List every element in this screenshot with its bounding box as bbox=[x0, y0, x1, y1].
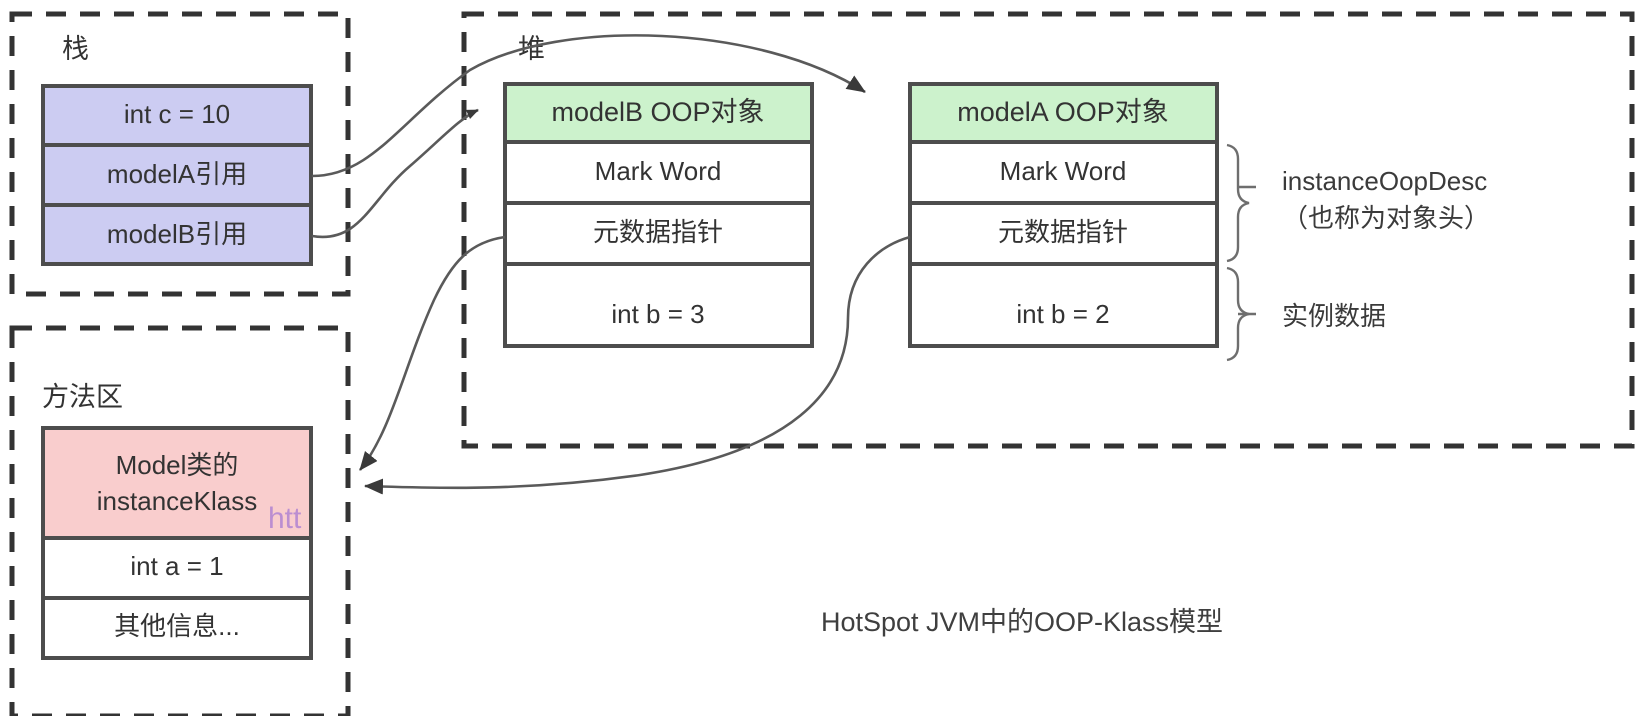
heap-object-modelb: modelB OOP对象 Mark Word 元数据指针 int b = 3 bbox=[503, 82, 814, 348]
edge-modela-ref-to-modela-oop bbox=[311, 34, 866, 178]
method-area-region-label: 方法区 bbox=[42, 382, 123, 412]
modela-metadata-pointer: 元数据指针 bbox=[998, 217, 1128, 247]
heap-region-border bbox=[461, 11, 1635, 449]
stack-row-modelb-ref: modelB引用 bbox=[107, 219, 247, 249]
instance-data-label: 实例数据 bbox=[1282, 301, 1386, 331]
instanceoopdesc-label-line2: （也称为对象头） bbox=[1282, 203, 1490, 233]
edge-modela-metadata-to-instanceklass bbox=[364, 235, 911, 495]
stack-row-int-c: int c = 10 bbox=[124, 99, 230, 129]
method-area-region-border bbox=[9, 325, 351, 716]
edge-modelb-metadata-to-instanceklass bbox=[358, 235, 506, 471]
instanceklass-line2: instanceKlass bbox=[97, 486, 257, 516]
method-area-row-int-a: int a = 1 bbox=[130, 551, 223, 581]
modelb-oop-header: modelB OOP对象 bbox=[551, 97, 764, 127]
instanceoopdesc-brace bbox=[1226, 143, 1256, 263]
modela-oop-header: modelA OOP对象 bbox=[957, 97, 1169, 127]
method-area-row-other-info: 其他信息... bbox=[114, 611, 240, 641]
modelb-mark-word: Mark Word bbox=[595, 156, 722, 186]
modelb-instance-data: int b = 3 bbox=[611, 299, 704, 329]
modelb-metadata-pointer: 元数据指针 bbox=[593, 217, 723, 247]
stack-region-label: 栈 bbox=[62, 34, 89, 64]
watermark-text: htt bbox=[268, 502, 302, 535]
stack-table: int c = 10 modelA引用 modelB引用 bbox=[41, 84, 313, 266]
modela-instance-data: int b = 2 bbox=[1016, 299, 1109, 329]
diagram-caption: HotSpot JVM中的OOP-Klass模型 bbox=[821, 607, 1223, 637]
modela-mark-word: Mark Word bbox=[1000, 156, 1127, 186]
stack-region-border bbox=[9, 11, 351, 297]
instance-data-brace bbox=[1226, 266, 1256, 362]
method-area-table: Model类的 instanceKlass int a = 1 其他信息... bbox=[41, 426, 313, 660]
instanceoopdesc-label-line1: instanceOopDesc bbox=[1282, 166, 1487, 196]
instanceklass-line1: Model类的 bbox=[116, 450, 239, 480]
edge-modelb-ref-to-modelb-oop bbox=[311, 108, 479, 239]
heap-object-modela: modelA OOP对象 Mark Word 元数据指针 int b = 2 bbox=[908, 82, 1219, 348]
stack-row-modela-ref: modelA引用 bbox=[107, 159, 247, 189]
